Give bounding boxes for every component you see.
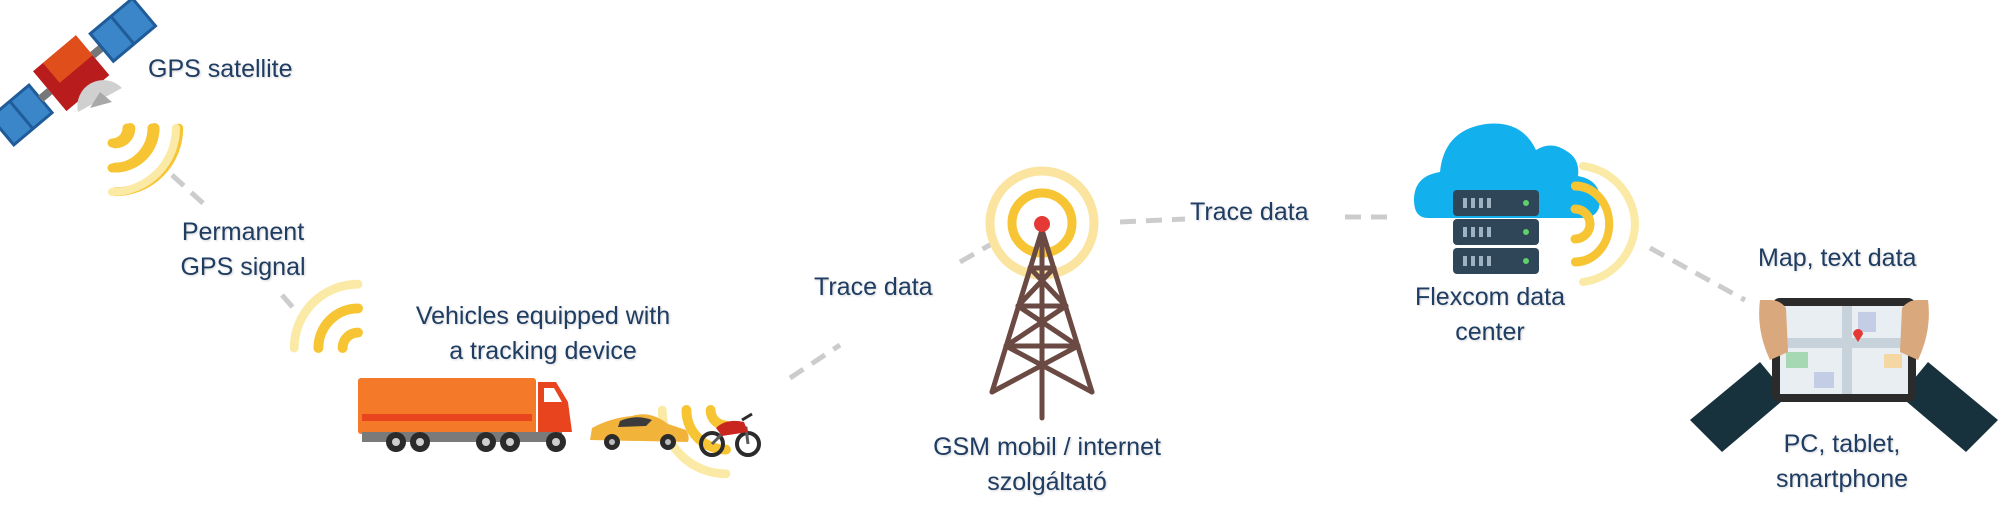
map-text-label: Map, text data [1758, 244, 1917, 272]
data-center-label: Flexcom data center [1400, 280, 1580, 350]
gsm-provider-label: GSM mobil / internet szolgáltató [917, 430, 1177, 500]
permanent-signal-line-1: Permanent [181, 218, 305, 246]
connector-tower-trace [1119, 216, 1186, 225]
truck-icon [358, 378, 572, 452]
connector-satellite-signal [170, 173, 207, 207]
trace-data-mid-label: Trace data [1190, 198, 1309, 226]
motorcycle-icon [699, 412, 761, 457]
devices-line-2: smartphone [1775, 465, 1909, 493]
signal-wave-icon [1570, 162, 1640, 286]
vehicles-line-2: a tracking device [449, 337, 637, 365]
cloud-server-icon [1414, 123, 1600, 274]
dashed-connectors [170, 173, 1747, 381]
devices-line-1: PC, tablet, [1783, 430, 1901, 458]
gsm-provider-line-1: GSM mobil / internet [933, 433, 1161, 461]
connector-trace-tower [958, 239, 997, 265]
permanent-signal-label: Permanent GPS signal [168, 215, 318, 285]
satellite-icon [0, 0, 158, 147]
gps-satellite-label: GPS satellite [148, 55, 293, 83]
cell-tower-icon [985, 166, 1099, 421]
connector-signal-vehicles [280, 293, 304, 320]
data-center-line-1: Flexcom data [1414, 283, 1566, 311]
data-center-line-2: center [1455, 318, 1525, 346]
tablet-hands-icon [1690, 298, 1998, 452]
devices-label: PC, tablet, smartphone [1762, 427, 1922, 497]
permanent-signal-line-2: GPS signal [180, 253, 306, 281]
connector-vehicles-trace [788, 342, 842, 381]
trace-data-left-label: Trace data [814, 273, 933, 301]
signal-wave-icon [107, 123, 180, 196]
connector-datacenter-devices [1648, 245, 1747, 303]
car-icon [590, 414, 689, 450]
signal-wave-icon [289, 279, 363, 353]
vehicles-label: Vehicles equipped with a tracking device [398, 299, 688, 369]
gsm-provider-line-2: szolgáltató [987, 468, 1107, 496]
vehicles-line-1: Vehicles equipped with [415, 302, 671, 330]
